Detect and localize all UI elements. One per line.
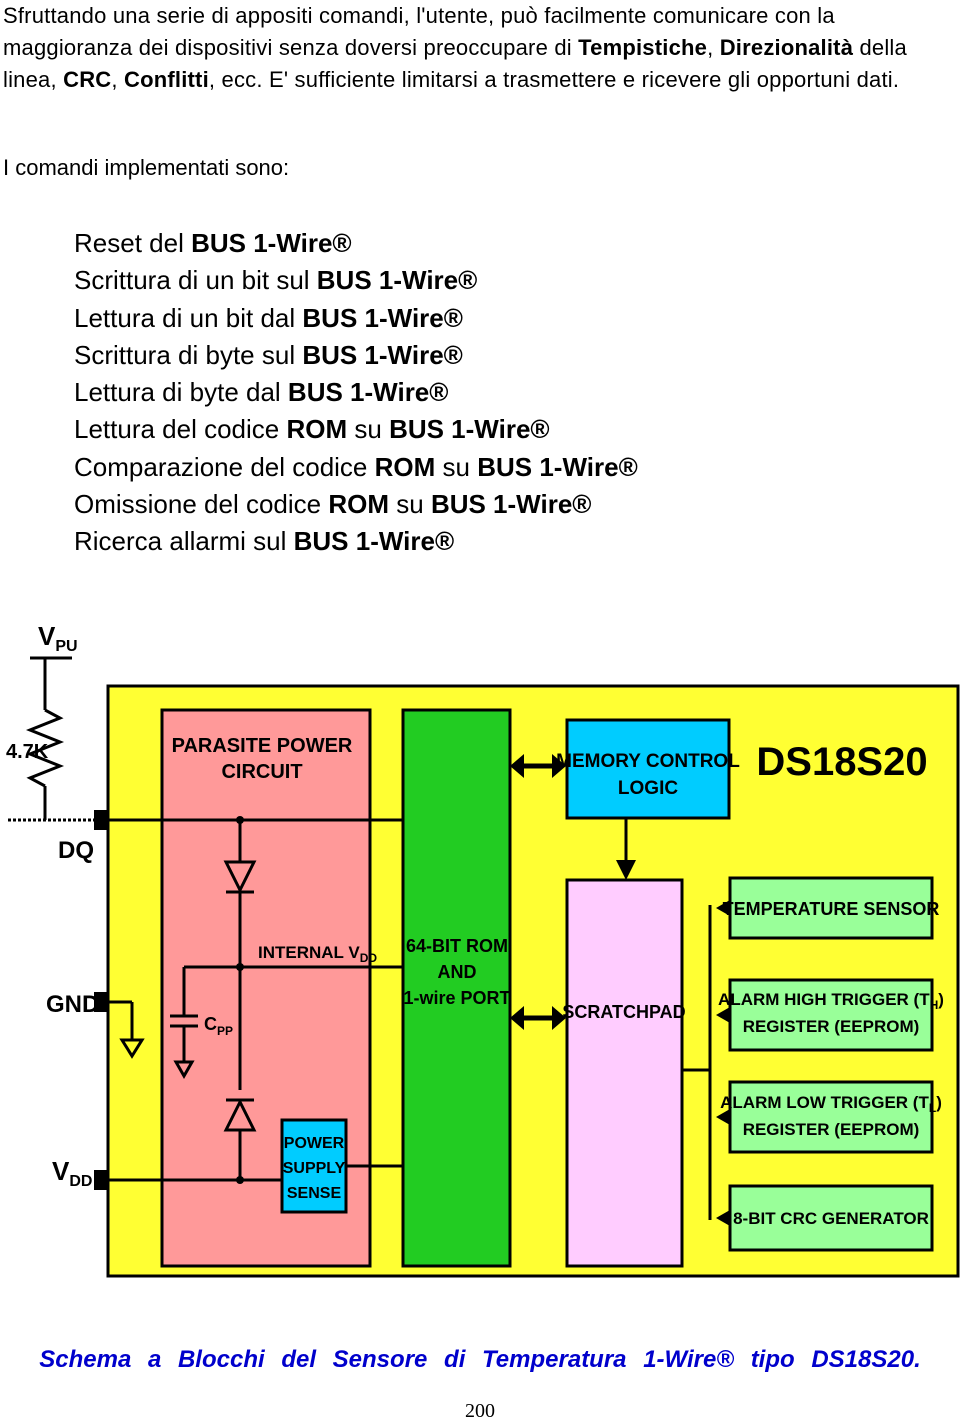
- command-item: Scrittura di byte sul BUS 1-Wire®: [74, 339, 463, 370]
- paragraph-bold-crc: CRC: [63, 67, 112, 92]
- paragraph-text: ,: [111, 67, 124, 92]
- command-item: Ricerca allarmi sul BUS 1-Wire®: [74, 526, 455, 557]
- dq-label: DQ: [58, 837, 94, 864]
- rom-label-3: 1-wire PORT: [403, 988, 510, 1008]
- chip-name: DS18S20: [756, 740, 927, 784]
- vdd-pin: [94, 1170, 108, 1190]
- command-item: Omissione del codice ROM su BUS 1-Wire®: [74, 489, 592, 520]
- intro-paragraph: Sfruttando una serie di appositi comandi…: [3, 0, 953, 96]
- vpu-label: VPU: [38, 621, 78, 655]
- memory-label-2: LOGIC: [618, 778, 678, 799]
- psu-label-2: SUPPLY: [283, 1160, 346, 1177]
- paragraph-bold-tempistiche: Tempistiche: [578, 35, 708, 60]
- ds18s20-block-diagram: PARASITE POWER CIRCUIT 64-BIT ROM AND 1-…: [6, 621, 960, 1278]
- ground-symbol: [119, 1038, 145, 1059]
- command-item: Comparazione del codice ROM su BUS 1-Wir…: [74, 451, 638, 482]
- rom-label-1: 64-BIT ROM: [406, 936, 508, 956]
- parasite-label-2: CIRCUIT: [221, 761, 302, 783]
- crc-label: 8-BIT CRC GENERATOR: [733, 1209, 929, 1228]
- resistor-symbol: [25, 708, 65, 788]
- rom-block: [401, 708, 512, 1268]
- cpp-label: CPP: [204, 1014, 233, 1038]
- paragraph-text: ,: [707, 35, 720, 60]
- temperature-label: TEMPERATURE SENSOR: [723, 899, 940, 919]
- rom-label-2: AND: [438, 962, 477, 982]
- memory-label-1: MEMORY CONTROL: [556, 751, 740, 772]
- commands-list: Reset del BUS 1-Wire® Scrittura di un bi…: [74, 225, 638, 561]
- scratchpad-label: SCRATCHPAD: [562, 1002, 685, 1022]
- parasite-label-1: PARASITE POWER: [172, 735, 353, 757]
- command-item: Reset del BUS 1-Wire®: [74, 228, 352, 258]
- paragraph-bold-conflitti: Conflitti: [124, 67, 209, 92]
- paragraph-text: della linea,: [3, 35, 907, 92]
- internal-vdd-label: INTERNAL VDD: [258, 943, 377, 965]
- temperature-sensor-block: [728, 876, 934, 940]
- commands-intro: I comandi implementati sono:: [3, 155, 290, 180]
- command-item: Scrittura di un bit sul BUS 1-Wire®: [74, 265, 478, 296]
- scratchpad-block: [565, 878, 684, 1268]
- vdd-label: VDD: [52, 1156, 92, 1190]
- alarm-high-block: [728, 978, 934, 1052]
- psu-label-1: POWER: [284, 1135, 345, 1152]
- capacitor-ground-icon: [173, 1060, 195, 1080]
- alarm-high-label-1: ALARM HIGH TRIGGER (TH): [718, 990, 944, 1012]
- paragraph-bold-direzionalita: Direzionalità: [719, 35, 854, 60]
- memory-control-block: [565, 718, 731, 820]
- gnd-pin: [94, 992, 108, 1012]
- power-supply-sense-block: [280, 1118, 348, 1214]
- alarm-high-label-2: REGISTER (EEPROM): [743, 1017, 920, 1036]
- command-item: Lettura del codice ROM su BUS 1-Wire®: [74, 414, 550, 445]
- page-number: 200: [465, 1400, 495, 1422]
- dq-pin: [94, 810, 108, 830]
- alarm-low-label-1: ALARM LOW TRIGGER (TL): [720, 1093, 942, 1115]
- alarm-low-label-2: REGISTER (EEPROM): [743, 1120, 920, 1139]
- register-arrows: [716, 900, 730, 1226]
- figure-caption: Schema a Blocchi del Sensore di Temperat…: [39, 1346, 921, 1373]
- command-item: Lettura di un bit dal BUS 1-Wire®: [74, 302, 463, 333]
- crc-generator-block: [728, 1184, 934, 1252]
- psu-label-3: SENSE: [287, 1185, 342, 1202]
- gnd-label: GND: [46, 991, 99, 1018]
- diode-top-icon: [223, 860, 257, 894]
- paragraph-text: Sfruttando una serie di appositi comandi…: [3, 3, 835, 60]
- command-item: Lettura di byte dal BUS 1-Wire®: [74, 377, 449, 408]
- paragraph-text: , ecc. E' sufficiente limitarsi a trasme…: [208, 67, 900, 92]
